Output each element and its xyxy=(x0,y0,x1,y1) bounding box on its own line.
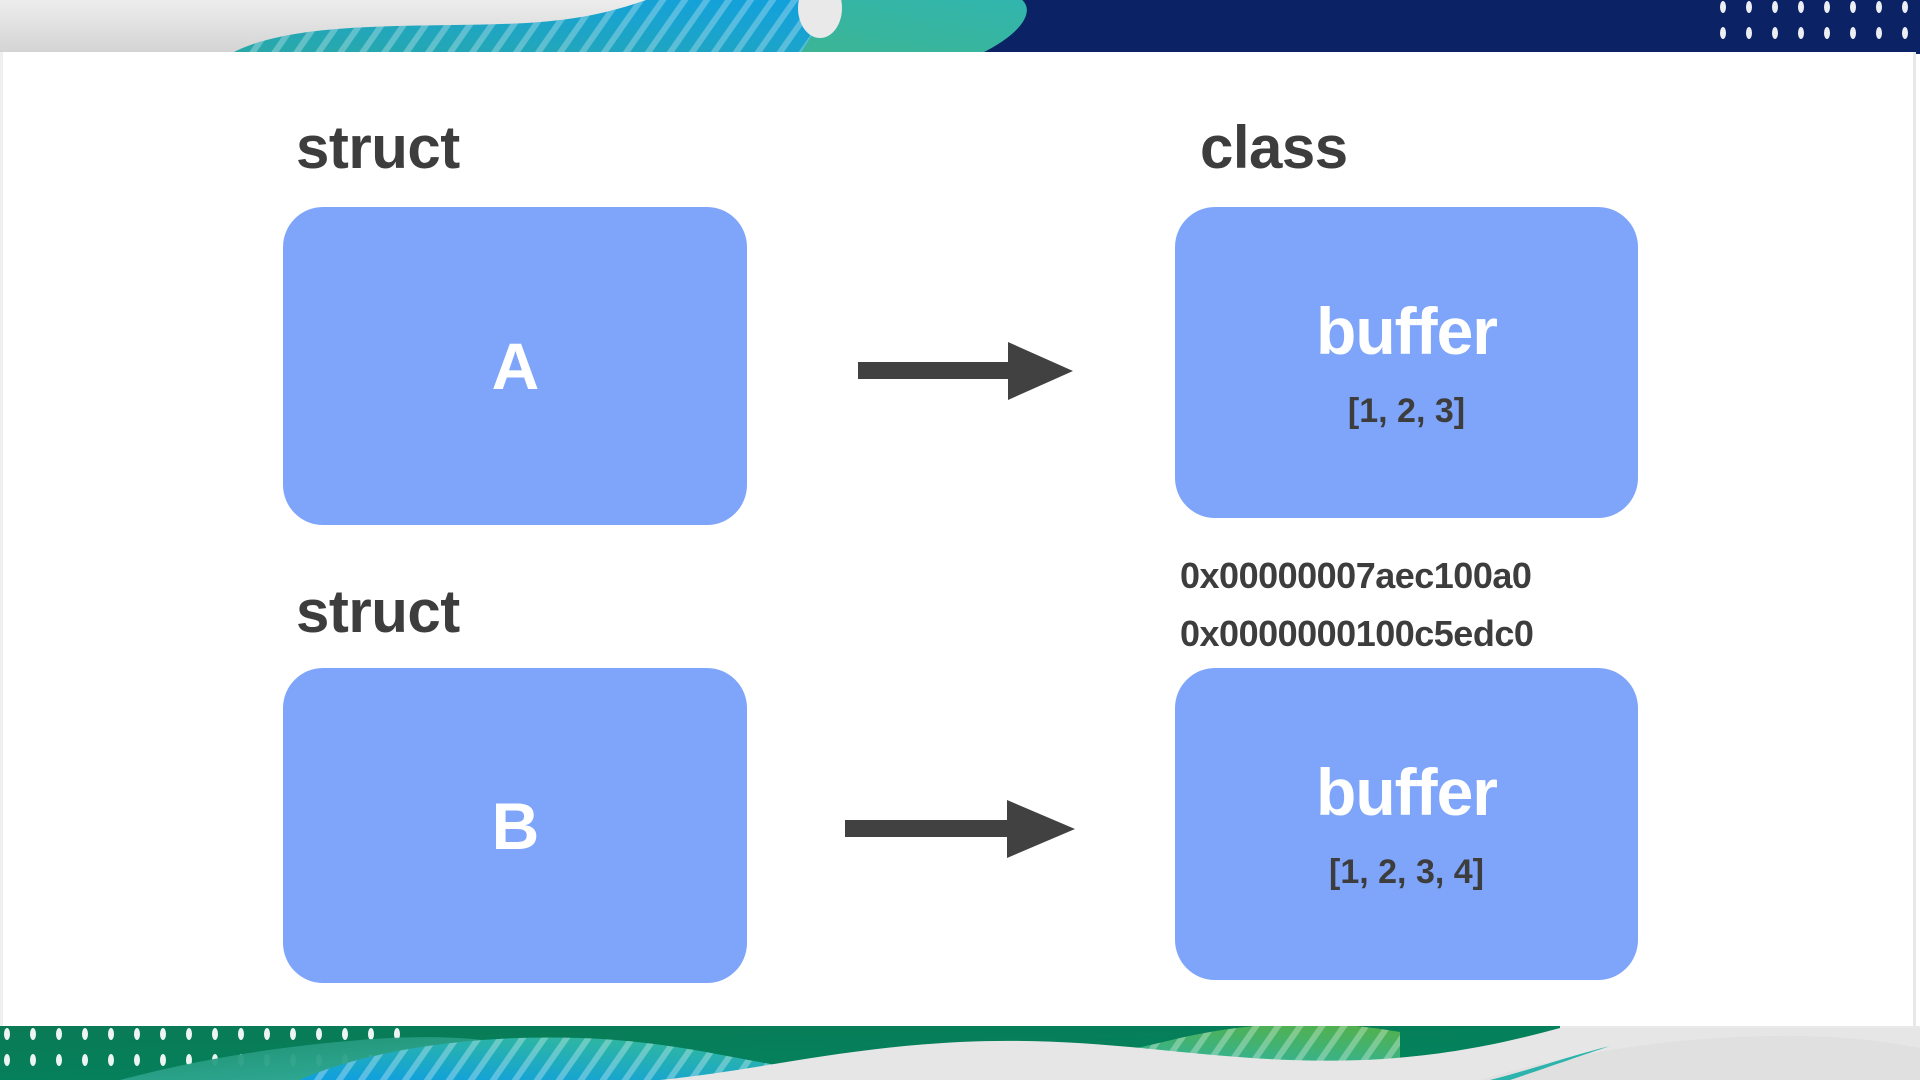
bottom-band-green-shape xyxy=(0,1026,1560,1080)
class-buffer-box-1-title: buffer xyxy=(1316,293,1498,368)
class-buffer-box-1-values: [1, 2, 3] xyxy=(1347,391,1466,430)
row-a-arrow-icon xyxy=(858,342,1073,400)
top-band-teal-shape xyxy=(660,0,1027,54)
bottom-decoration-band xyxy=(0,1026,1920,1080)
bottom-band-grey-shape xyxy=(660,1028,1920,1080)
memory-address-2: 0x0000000100c5edc0 xyxy=(1180,613,1534,654)
class-buffer-box-2-values: [1, 2, 3, 4] xyxy=(1329,853,1484,891)
struct-b-box-label: B xyxy=(491,788,540,863)
top-band-pill-cutout xyxy=(798,0,842,38)
struct-b-box[interactable]: B xyxy=(283,668,747,983)
bottom-band-teal-sliver xyxy=(1490,1046,1610,1080)
top-decoration-band xyxy=(0,0,1920,54)
bottom-band-dot-pattern xyxy=(0,1026,400,1080)
class-buffer-box-2-title: buffer xyxy=(1316,755,1498,829)
bottom-band-striped-wave xyxy=(300,1026,1400,1080)
top-band-dot-pattern xyxy=(1718,0,1920,54)
row-b-arrow-icon xyxy=(845,800,1075,858)
top-band-navy-shape xyxy=(760,0,1920,54)
bottom-band-graphic xyxy=(0,1026,1920,1080)
top-band-striped-wave xyxy=(230,0,834,54)
struct-a-box-label: A xyxy=(491,329,540,403)
top-band-graphic xyxy=(0,0,1920,54)
row-a-left-label: struct xyxy=(296,114,460,181)
struct-a-box[interactable]: A xyxy=(283,207,747,525)
class-buffer-box-1[interactable]: buffer [1, 2, 3] xyxy=(1175,207,1638,518)
class-buffer-box-2[interactable]: buffer [1, 2, 3, 4] xyxy=(1175,668,1638,980)
bottom-band-grey-shape-2 xyxy=(1480,1035,1920,1080)
memory-address-1: 0x00000007aec100a0 xyxy=(1180,555,1532,596)
row-b-left-label: struct xyxy=(296,578,460,645)
bottom-band-teal-shape xyxy=(120,1037,560,1080)
right-column-header: class xyxy=(1200,114,1348,181)
